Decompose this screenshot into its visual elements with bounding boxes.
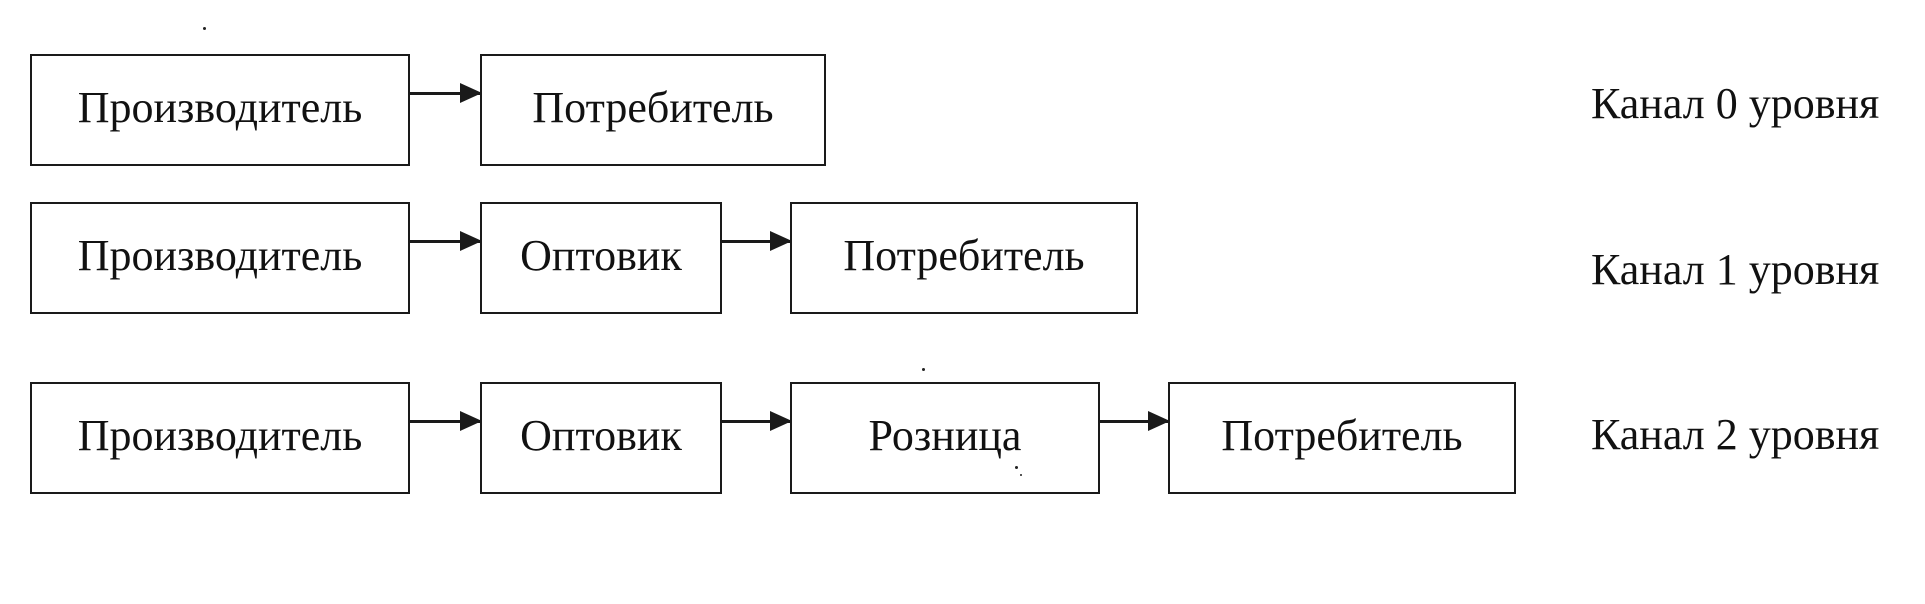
channel-2-arrow-3: [1100, 411, 1170, 431]
channel-0-node-producer: Производитель: [30, 54, 410, 166]
arrowhead-icon: [460, 231, 482, 251]
arrowhead-icon: [460, 411, 482, 431]
channel-0-node-consumer: Потребитель: [480, 54, 826, 166]
channel-2-node-retailer: Розница: [790, 382, 1100, 494]
channel-2-node-producer: Производитель: [30, 382, 410, 494]
scan-speck: [922, 368, 925, 371]
channel-1-node-consumer: Потребитель: [790, 202, 1138, 314]
channel-1-node-wholesaler: Оптовик: [480, 202, 722, 314]
channel-2-arrow-1: [410, 411, 482, 431]
scan-speck: [1020, 474, 1022, 476]
channel-1-node-producer: Производитель: [30, 202, 410, 314]
channel-2-arrow-2: [722, 411, 792, 431]
arrowhead-icon: [770, 231, 792, 251]
arrowhead-icon: [1148, 411, 1170, 431]
channel-1-arrow-2: [722, 231, 792, 251]
scan-speck: [1015, 466, 1018, 469]
arrowhead-icon: [770, 411, 792, 431]
arrowhead-icon: [460, 83, 482, 103]
channel-1-arrow-1: [410, 231, 482, 251]
channel-1-label: Канал 1 уровня: [1591, 245, 1880, 294]
channel-2-node-consumer: Потребитель: [1168, 382, 1516, 494]
scan-speck: [203, 27, 206, 30]
channel-2-node-wholesaler: Оптовик: [480, 382, 722, 494]
channel-2-label: Канал 2 уровня: [1591, 410, 1880, 459]
channel-0-label: Канал 0 уровня: [1591, 79, 1880, 128]
channel-0-arrow-1: [410, 83, 482, 103]
